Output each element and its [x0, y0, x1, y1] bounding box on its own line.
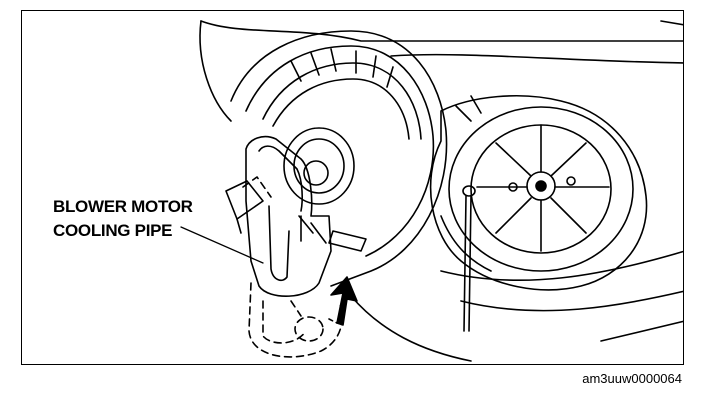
callout-label-line-1: BLOWER MOTOR: [53, 197, 193, 216]
blower-motor-housing: [230, 30, 448, 287]
blower-motor-illustration: [180, 20, 683, 362]
cooling-pipe: [225, 135, 332, 297]
callout-label-line-2: COOLING PIPE: [53, 221, 173, 240]
blower-fan-wheel: [429, 95, 648, 332]
figure-frame: BLOWER MOTOR COOLING PIPE: [21, 10, 684, 365]
callout-leader-line: [180, 226, 264, 264]
figure-code: am3uuw0000064: [582, 371, 682, 386]
removal-arrow: [328, 276, 358, 326]
dashboard-panel: [199, 20, 683, 362]
